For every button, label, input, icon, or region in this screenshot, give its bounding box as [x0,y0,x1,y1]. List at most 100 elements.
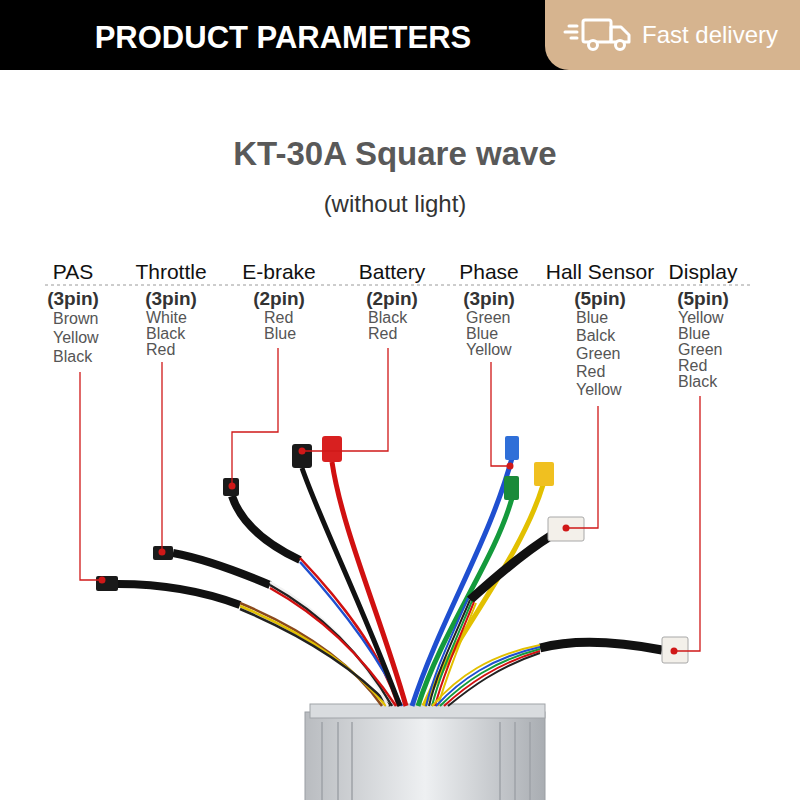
wire-color: Black [146,326,185,342]
wire [424,485,543,706]
subtitle: (without light) [324,192,467,216]
wire-color: Blue [678,326,710,342]
connector-name: Phase [459,261,519,282]
delivery-tab: Fast delivery [545,0,800,70]
wire [302,468,400,706]
leader-dot [99,577,106,584]
connector-name: Throttle [135,261,206,282]
leader-dot [229,483,236,490]
truck-icon [545,0,645,70]
wire-color: Red [678,358,707,374]
cable-sheath [232,496,300,560]
ebrake-connector [223,478,239,496]
speed-line [569,25,577,28]
leader-line [568,406,598,528]
header-band: PRODUCT PARAMETERS Fast delivery [0,0,800,70]
hall-connector [548,517,584,541]
tab-text: Fast delivery [642,23,778,47]
controller-housing [305,712,545,800]
battery-connector [292,444,312,468]
fin [337,722,339,800]
wire-color: Brown [53,311,98,327]
wire [440,649,540,706]
wire-color: Yellow [466,342,512,358]
fin [499,722,501,800]
wire-color: White [146,310,187,326]
leader-dot [299,448,306,455]
phase-connector [505,436,519,460]
wire-color: Yellow [53,330,99,346]
wire-color: Blue [466,326,498,342]
leader-dot [159,549,166,556]
pin-count: (5pin) [574,289,626,308]
wire-color: Green [678,342,722,358]
leader-dot [671,648,678,655]
leader-dot [563,525,570,532]
wire [432,645,540,706]
wire [444,651,540,706]
connector-name: E-brake [242,261,316,282]
leader-line [491,362,508,466]
pin-count: (3pin) [145,289,197,308]
wire-color: Blue [576,310,608,326]
wire [448,653,540,706]
throttle-connector [153,546,173,560]
fin [351,722,353,800]
pin-count: (3pin) [463,289,515,308]
truck-wheel [589,41,598,50]
fin [529,722,531,800]
fin [321,722,323,800]
pas-connector [96,576,118,591]
wire-color: Red [368,326,397,342]
connector-name: Display [669,261,738,282]
pin-count: (3pin) [47,289,99,308]
cable-sheath [118,584,240,605]
pin-count: (2pin) [366,289,418,308]
truck-wheel [616,41,625,50]
cable-sheath [540,642,662,650]
pin-count: (5pin) [677,289,729,308]
wire-color: Black [368,310,407,326]
connector-name: Battery [359,261,426,282]
display-connector [662,637,688,663]
wire-color: Green [576,346,620,362]
battery-connector [322,436,342,462]
connector-name: PAS [53,261,93,282]
housing-cap [310,704,545,718]
dashed-rule [45,285,752,286]
cable-sheath [173,553,270,585]
housing-fins [322,722,530,800]
leader-line [161,362,162,550]
pin-count: (2pin) [253,289,305,308]
leader-lines [80,348,700,651]
phase-connector [534,462,554,486]
leader-line [232,348,278,484]
leader-line [80,372,100,580]
wire [436,647,540,706]
leader-line [304,348,388,451]
wire-color: Black [678,374,717,390]
band-heading: PRODUCT PARAMETERS [95,22,472,53]
connector-name: Hall Sensor [546,261,655,282]
wire-color: Red [264,310,293,326]
wire-color: Black [53,349,92,365]
wire-color: Red [576,364,605,380]
wire-color: Red [146,342,175,358]
speed-line [571,37,577,40]
wire-color: Balck [576,328,615,344]
leader-dot [507,463,514,470]
fin [514,722,516,800]
truck-body [583,20,611,42]
speed-line [565,31,577,34]
wire [332,462,406,706]
diagram-title: KT-30A Square wave [233,137,556,170]
wire-color: Yellow [576,382,622,398]
leader-line [676,396,700,651]
phase-connector [504,476,519,500]
cable-sheath [470,535,552,600]
wire-color: Blue [264,326,296,342]
wire-color: Yellow [678,310,724,326]
leader-dots [99,448,678,655]
